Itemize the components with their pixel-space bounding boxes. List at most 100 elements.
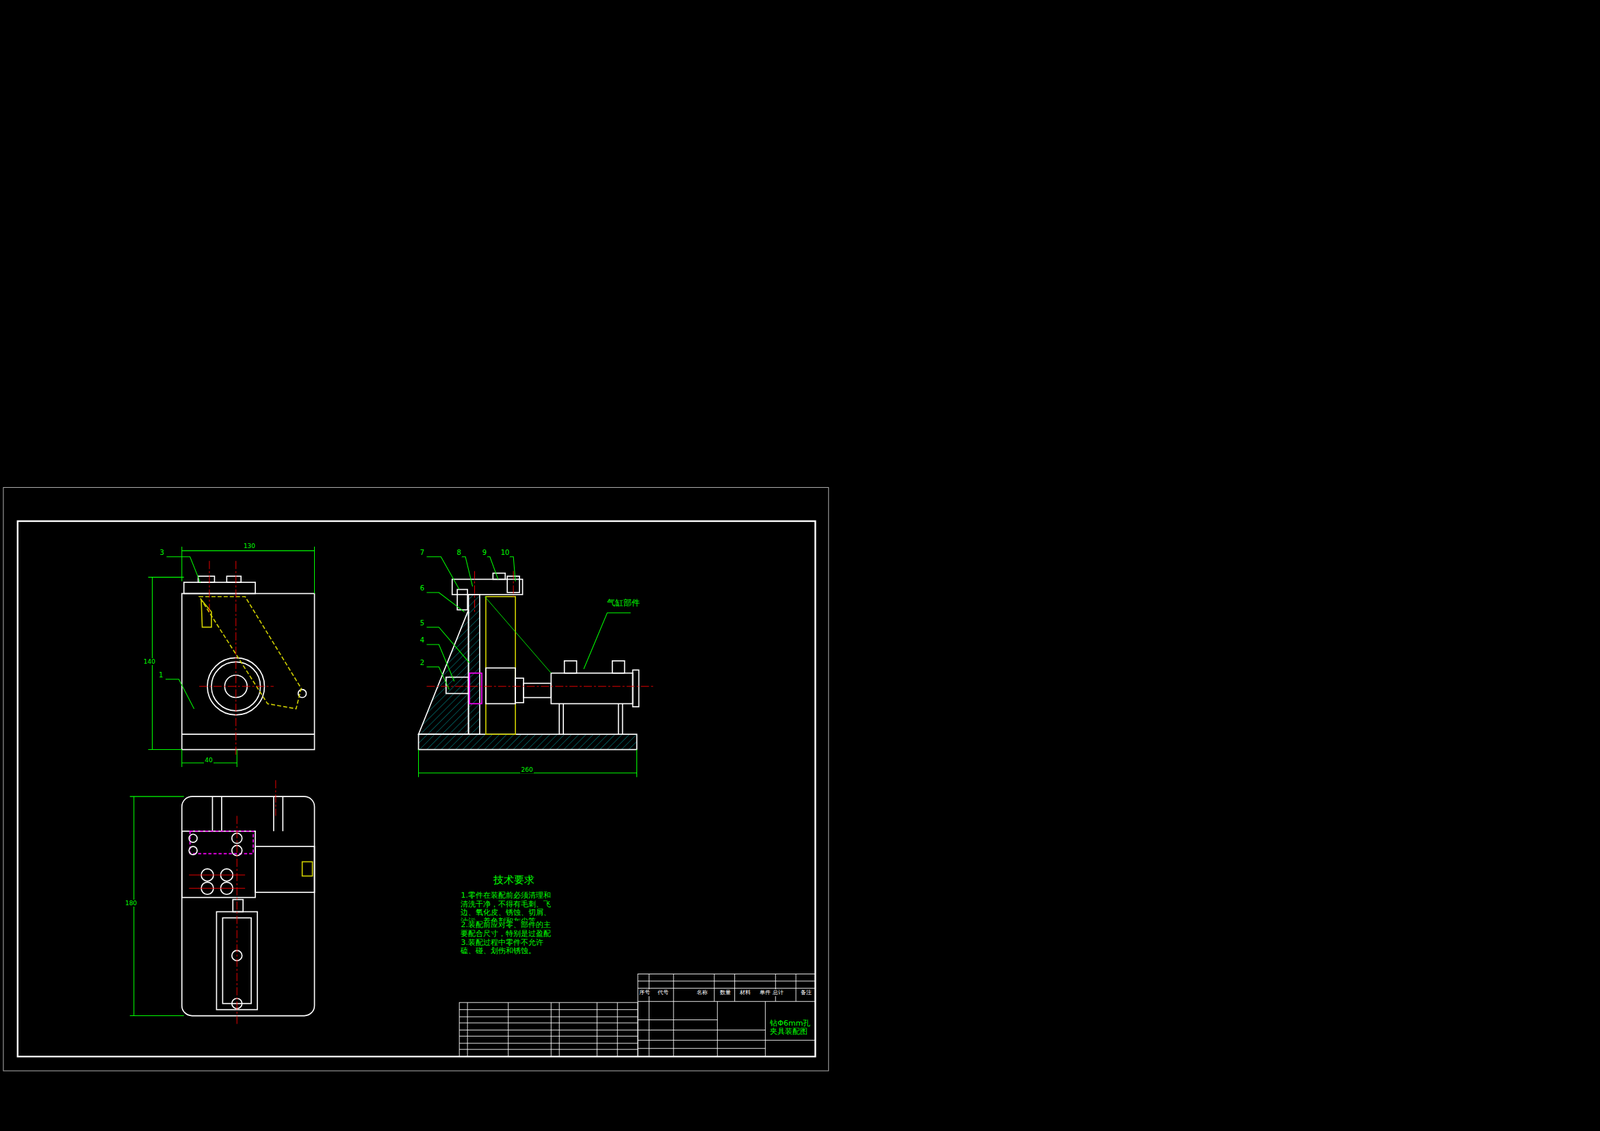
side-leaders [509, 557, 516, 582]
front-dimensions [314, 546, 315, 595]
parts-list-table [459, 1029, 638, 1031]
top-view [182, 796, 315, 1016]
front-dimensions [182, 550, 315, 551]
parts-list-table [459, 1042, 638, 1044]
side-view [485, 667, 516, 704]
parts-list-table [459, 1002, 638, 1057]
title-block [637, 980, 816, 982]
front-view [199, 686, 274, 688]
side-view [418, 571, 654, 751]
front-dimensions [181, 546, 183, 582]
front-view [182, 733, 315, 735]
side-leaders [418, 557, 638, 778]
front-view [182, 593, 315, 750]
drawing-title: 钻Φ6mm孔夹具装配图 [769, 1019, 815, 1037]
side-view [474, 571, 475, 613]
table-header: 单件 总计 [758, 989, 785, 996]
side-leaders [461, 557, 473, 587]
front-view [226, 576, 241, 583]
callout-number: 9 [481, 548, 488, 558]
notes-heading: 技术要求 [492, 874, 536, 887]
side-view [426, 686, 653, 688]
top-view [232, 899, 243, 913]
side-view [550, 673, 633, 705]
title-block [637, 973, 816, 1057]
parts-list-table [617, 1002, 618, 1057]
side-view [562, 703, 564, 735]
sheet-frame [3, 487, 829, 1072]
front-dimensions [148, 546, 315, 768]
side-leaders [418, 750, 419, 778]
title-block [637, 1029, 766, 1031]
parts-list-table [459, 1036, 638, 1037]
side-leaders [426, 667, 449, 690]
side-leaders [583, 613, 631, 670]
callout-number: 6 [419, 584, 425, 593]
side-view [558, 703, 560, 735]
top-view [188, 888, 245, 889]
title-block [637, 988, 816, 989]
front-dimensions [165, 679, 195, 709]
parts-list-table [596, 1002, 598, 1057]
top-view [236, 815, 238, 1026]
technical-note: 3.装配过程中零件不允许磕、碰、划伤和锈蚀。 [459, 938, 552, 957]
callout-number: 5 [419, 619, 425, 628]
side-view [484, 596, 551, 674]
front-view [199, 596, 302, 709]
side-view [633, 669, 640, 707]
top-view [188, 874, 245, 876]
parts-list-table [459, 1023, 638, 1024]
title-block [648, 973, 650, 1057]
side-view [457, 589, 468, 611]
parts-list-table [459, 1016, 638, 1018]
top-view [302, 861, 313, 876]
dimension-text: 130 [242, 542, 256, 550]
side-leaders [636, 750, 638, 778]
parts-list-table [459, 1049, 638, 1050]
side-view [468, 594, 480, 735]
parts-list-table [467, 1002, 469, 1057]
table-header: 材料 [739, 989, 752, 996]
callout-number: 2 [419, 659, 425, 668]
front-view [182, 561, 315, 755]
front-dimensions [166, 557, 200, 583]
title-block [637, 1040, 816, 1041]
front-view [235, 561, 237, 755]
side-leaders [426, 627, 470, 664]
front-dimensions [236, 750, 238, 768]
title-block [673, 973, 675, 1057]
top-view [221, 796, 223, 832]
title-block [637, 1001, 816, 1002]
parts-list-table [559, 1002, 560, 1057]
top-view [182, 780, 315, 1026]
dimension-text: 260 [520, 766, 534, 774]
callout-number: 3 [159, 548, 165, 558]
title-block [637, 1019, 718, 1021]
side-view [446, 677, 469, 694]
parts-list-table [459, 1009, 638, 1011]
side-leaders [426, 592, 464, 612]
side-view [513, 571, 514, 597]
front-view [201, 599, 212, 627]
callout-number: 4 [419, 636, 425, 645]
front-view [198, 576, 215, 583]
title-block [717, 1001, 718, 1057]
top-view [190, 831, 254, 855]
table-header: 名称 [695, 989, 709, 996]
part-label: 气缸部件 [606, 598, 641, 609]
side-view [515, 678, 524, 703]
parts-list-table [550, 1002, 552, 1057]
side-view [469, 673, 482, 705]
title-block [795, 973, 797, 1002]
dimension-text: 180 [124, 899, 138, 907]
sheet-frame [3, 487, 829, 1072]
top-dimensions [130, 1015, 185, 1017]
top-view [273, 796, 275, 832]
side-view [612, 661, 625, 674]
front-dimensions [148, 576, 185, 578]
front-dimensions [148, 749, 183, 751]
side-view [485, 596, 516, 735]
title-block [765, 1001, 766, 1057]
